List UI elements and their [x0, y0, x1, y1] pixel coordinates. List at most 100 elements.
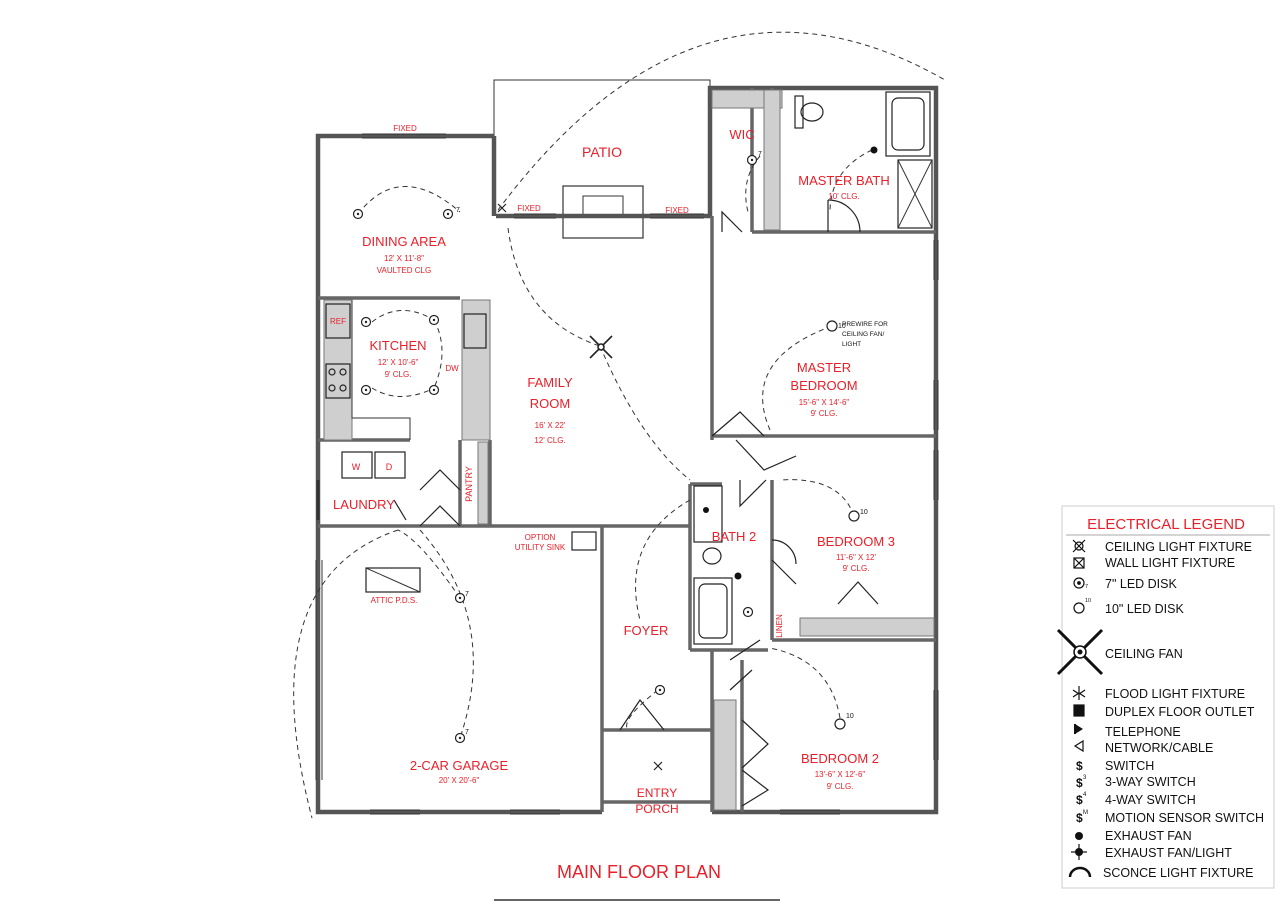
switch-icon: $	[1076, 759, 1083, 773]
exhaust-fan-light-icon	[1071, 844, 1087, 860]
room-label-laundry: LAUNDRY	[333, 497, 395, 512]
kitchen-counter	[351, 300, 411, 440]
utility-sink	[571, 531, 597, 551]
legend-label: DUPLEX FLOOR OUTLET	[1105, 705, 1255, 719]
legend-label: SCONCE LIGHT FIXTURE	[1103, 866, 1253, 880]
room-size-dining: 12' X 11'-8"	[384, 254, 424, 263]
range	[325, 363, 351, 399]
flood-light-icon	[1072, 686, 1086, 700]
room-size-garage: 20' X 20'-6"	[439, 776, 480, 785]
led-disk-10-icon	[1073, 602, 1085, 614]
switch-3way-sub: 3	[1083, 775, 1087, 781]
attic-note: ATTIC P.D.S.	[371, 596, 418, 605]
legend-label: CEILING FAN	[1105, 647, 1183, 661]
prewire-note: LIGHT	[842, 341, 861, 348]
room-label-master-bedroom-2: BEDROOM	[790, 378, 857, 393]
exhaust-fan-fixture	[870, 146, 878, 154]
room-ceiling-kitchen: 9' CLG.	[385, 370, 412, 379]
exhaust-fan-icon	[1075, 832, 1083, 840]
room-label-foyer: FOYER	[624, 623, 669, 638]
room-label-kitchen: KITCHEN	[369, 338, 426, 353]
room-label-entry-2: PORCH	[635, 802, 678, 816]
switch-4way-icon: $	[1076, 793, 1083, 807]
room-label-family-2: ROOM	[530, 396, 570, 411]
cabinetry	[323, 89, 935, 811]
room-label-garage: 2-CAR GARAGE	[410, 758, 509, 773]
ceiling-light-icon	[1072, 539, 1086, 553]
led-size-note: 7	[465, 729, 469, 736]
prewire-note: CEILING FAN/	[842, 331, 884, 338]
room-size-bedroom2: 13'-6" X 12'-6"	[815, 770, 866, 779]
switch-wire-arc	[497, 31, 946, 211]
legend-label: NETWORK/CABLE	[1105, 741, 1213, 755]
flood-light-fixture	[497, 203, 663, 771]
network-icon	[1073, 739, 1084, 753]
room-label-bedroom3: BEDROOM 3	[817, 534, 895, 549]
ceiling-fan-icon	[1056, 628, 1104, 676]
refrigerator	[325, 303, 351, 339]
legend-label: 4-WAY SWITCH	[1105, 793, 1196, 807]
room-size-master-bedroom: 15'-6" X 14'-6"	[799, 398, 850, 407]
room-size-family: 16' X 22'	[535, 421, 566, 430]
refrigerator-note: REF	[330, 317, 346, 326]
led-size-note: 7	[758, 151, 762, 158]
utility-sink-note: UTILITY SINK	[515, 543, 566, 552]
room-ceiling-master-bath: 10' CLG.	[828, 192, 859, 201]
doors	[393, 199, 879, 807]
room-label-master-bath: MASTER BATH	[798, 173, 890, 188]
fixed-window-note: FIXED	[393, 124, 417, 133]
room-label-family-1: FAMILY	[527, 375, 573, 390]
motion-switch-icon: $	[1076, 811, 1083, 825]
dryer	[374, 451, 406, 479]
legend-label: MOTION SENSOR SWITCH	[1105, 811, 1264, 825]
room-label-master-bedroom-1: MASTER	[797, 360, 851, 375]
led-size-note: 10	[838, 323, 846, 330]
dryer-note: D	[386, 462, 393, 472]
exhaust-fan-fixture	[734, 572, 742, 580]
interior-walls	[318, 88, 936, 812]
switch-3way-icon: $	[1076, 776, 1083, 790]
room-size-kitchen: 12' X 10'-6"	[378, 358, 419, 367]
dishwasher-note: DW	[445, 364, 459, 373]
fireplace	[562, 185, 644, 239]
ceiling-fan-fixture	[589, 335, 613, 359]
legend-label: 10" LED DISK	[1105, 602, 1184, 616]
legend-label: 7" LED DISK	[1105, 577, 1177, 591]
fixed-window-note: FIXED	[517, 204, 541, 213]
prewire-note: PREWIRE FOR	[842, 321, 888, 328]
led-disk-7-icon	[1073, 577, 1085, 589]
legend-label: EXHAUST FAN	[1105, 829, 1192, 843]
legend-label: EXHAUST FAN/LIGHT	[1105, 846, 1232, 860]
floor-outlet-icon	[1073, 704, 1085, 717]
led-10-sub: 10	[1085, 598, 1091, 604]
legend-label: TELEPHONE	[1105, 725, 1181, 739]
bath-fixtures	[693, 91, 933, 645]
room-label-entry-1: ENTRY	[637, 786, 677, 800]
fixed-window-note: FIXED	[665, 206, 689, 215]
legend-label: SWITCH	[1105, 759, 1154, 773]
room-label-patio: PATIO	[582, 144, 622, 160]
room-label-pantry: PANTRY	[464, 466, 474, 502]
washer-note: W	[352, 462, 361, 472]
room-ceiling-dining: VAULTED CLG	[377, 266, 431, 275]
room-label-bedroom2: BEDROOM 2	[801, 751, 879, 766]
led-size-note: 7	[456, 207, 460, 214]
telephone-icon	[1075, 724, 1083, 734]
room-label-dining: DINING AREA	[362, 234, 446, 249]
room-ceiling-bedroom3: 9' CLG.	[843, 564, 870, 573]
washer	[341, 451, 373, 479]
led-size-note: 7	[465, 591, 469, 598]
plan-title: MAIN FLOOR PLAN	[557, 862, 721, 882]
exterior-walls	[315, 85, 939, 815]
sconce-icon	[1068, 866, 1092, 878]
legend-label: CEILING LIGHT FIXTURE	[1105, 540, 1252, 554]
legend-title: ELECTRICAL LEGEND	[1087, 516, 1245, 533]
wall-light-icon	[1073, 557, 1085, 569]
led-7-sub: 7	[1085, 584, 1088, 590]
room-label-linen: LINEN	[775, 614, 784, 638]
utility-sink-note: OPTION	[525, 533, 556, 542]
exhaust-fan-light-fixture	[703, 507, 709, 513]
led-size-note: 10	[860, 509, 868, 516]
kitchen-sink	[463, 313, 487, 349]
